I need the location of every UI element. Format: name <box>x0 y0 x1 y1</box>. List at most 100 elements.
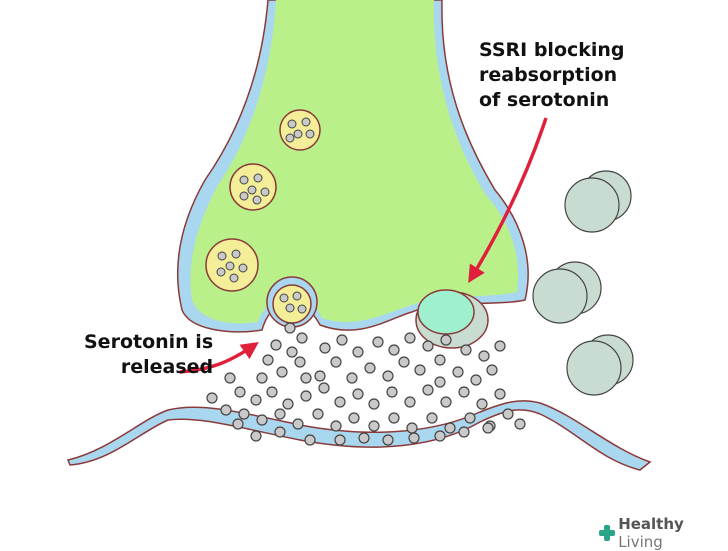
serotonin-molecule <box>368 398 380 410</box>
serotonin-molecule <box>368 420 380 432</box>
medical-cross-icon <box>598 524 616 542</box>
presynaptic-terminal <box>190 0 519 324</box>
serotonin-molecule <box>434 376 446 388</box>
serotonin-molecule <box>502 408 514 420</box>
serotonin-molecule <box>274 408 286 420</box>
serotonin-molecule <box>382 434 394 446</box>
serotonin-molecule <box>422 384 434 396</box>
serotonin-molecule <box>494 340 506 352</box>
serotonin-molecule <box>470 374 482 386</box>
serotonin-molecule <box>266 386 278 398</box>
serotonin-molecule <box>388 412 400 424</box>
ssri-blocker <box>415 289 489 349</box>
serotonin-molecule <box>404 396 416 408</box>
ssri-pointer-arrow <box>468 117 548 283</box>
serotonin-molecule <box>408 432 420 444</box>
serotonin-molecule <box>444 422 456 434</box>
vesicle <box>205 238 259 292</box>
serotonin-molecule <box>286 346 298 358</box>
receptor-molecule <box>532 261 602 324</box>
ssri-blocking-label: SSRI blocking reabsorption of serotonin <box>479 38 625 113</box>
serotonin-molecule <box>440 396 452 408</box>
serotonin-molecule <box>256 372 268 384</box>
serotonin-molecule <box>348 412 360 424</box>
serotonin-molecule <box>224 372 236 384</box>
serotonin-molecule <box>352 388 364 400</box>
serotonin-molecule <box>486 364 498 376</box>
serotonin-molecule <box>464 412 476 424</box>
serotonin-molecule <box>458 426 470 438</box>
healthy-living-watermark: Healthy Living <box>598 515 728 551</box>
serotonin-molecule <box>234 386 246 398</box>
serotonin-molecule <box>270 339 282 351</box>
serotonin-molecule <box>440 334 452 346</box>
serotonin-molecule <box>276 366 288 378</box>
serotonin-molecule <box>494 388 506 400</box>
serotonin-molecule <box>398 356 410 368</box>
serotonin-molecule <box>300 390 312 402</box>
release-label-line-2: released <box>120 356 214 378</box>
releasing-vesicle <box>266 276 318 328</box>
receptor-molecule <box>564 170 632 233</box>
serotonin-molecule <box>364 362 376 374</box>
serotonin-molecule <box>206 392 218 404</box>
serotonin-molecule <box>238 408 250 420</box>
serotonin-molecule <box>296 332 308 344</box>
serotonin-molecule <box>406 422 418 434</box>
serotonin-molecule <box>372 336 384 348</box>
release-label-line-1: Serotonin is <box>84 331 214 353</box>
serotonin-molecule <box>300 372 312 384</box>
serotonin-molecule <box>478 350 490 362</box>
serotonin-molecule <box>256 414 268 426</box>
watermark-brand-thin: Living <box>618 533 663 551</box>
watermark-brand-bold: Healthy <box>618 515 684 533</box>
serotonin-molecule <box>319 342 331 354</box>
serotonin-molecule <box>292 418 304 430</box>
serotonin-molecule <box>514 418 526 430</box>
serotonin-molecule <box>422 340 434 352</box>
release-pointer-arrow <box>179 342 259 374</box>
serotonin-molecule <box>460 344 472 356</box>
vesicle <box>229 163 277 211</box>
serotonin-molecule <box>434 430 446 442</box>
ssri-label-line-1: SSRI blocking <box>479 39 625 61</box>
serotonin-molecule <box>434 354 446 366</box>
serotonin-molecule <box>282 398 294 410</box>
serotonin-molecule <box>318 382 330 394</box>
serotonin-molecule <box>336 334 348 346</box>
serotonin-molecule <box>382 370 394 382</box>
serotonin-molecule <box>482 422 494 434</box>
ssri-label-line-2: reabsorption <box>479 64 618 86</box>
serotonin-molecule <box>314 370 326 382</box>
vesicle <box>279 109 321 151</box>
serotonin-molecule <box>458 386 470 398</box>
serotonin-molecule <box>388 344 400 356</box>
ssri-label-line-3: of serotonin <box>479 89 610 111</box>
serotonin-molecule <box>358 432 370 444</box>
serotonin-molecule <box>404 332 416 344</box>
serotonin-molecule <box>312 408 324 420</box>
serotonin-molecule <box>426 412 438 424</box>
serotonin-molecule <box>232 418 244 430</box>
serotonin-molecule <box>476 398 488 410</box>
serotonin-molecules <box>206 322 526 446</box>
serotonin-molecule <box>452 366 464 378</box>
serotonin-molecule <box>352 346 364 358</box>
serotonin-molecule <box>294 356 306 368</box>
serotonin-molecule <box>304 434 316 446</box>
serotonin-molecule <box>250 430 262 442</box>
receptor-molecule <box>566 334 634 396</box>
serotonin-molecule <box>334 434 346 446</box>
serotonin-released-label: Serotonin is released <box>84 330 213 380</box>
serotonin-molecule <box>330 420 342 432</box>
serotonin-molecule <box>250 394 262 406</box>
serotonin-molecule <box>220 404 232 416</box>
serotonin-molecule <box>414 364 426 376</box>
serotonin-molecule <box>346 372 358 384</box>
serotonin-molecule <box>284 322 296 334</box>
serotonin-molecule <box>386 386 398 398</box>
serotonin-molecule <box>262 354 274 366</box>
serotonin-molecule <box>334 396 346 408</box>
postsynaptic-membrane <box>66 400 652 471</box>
